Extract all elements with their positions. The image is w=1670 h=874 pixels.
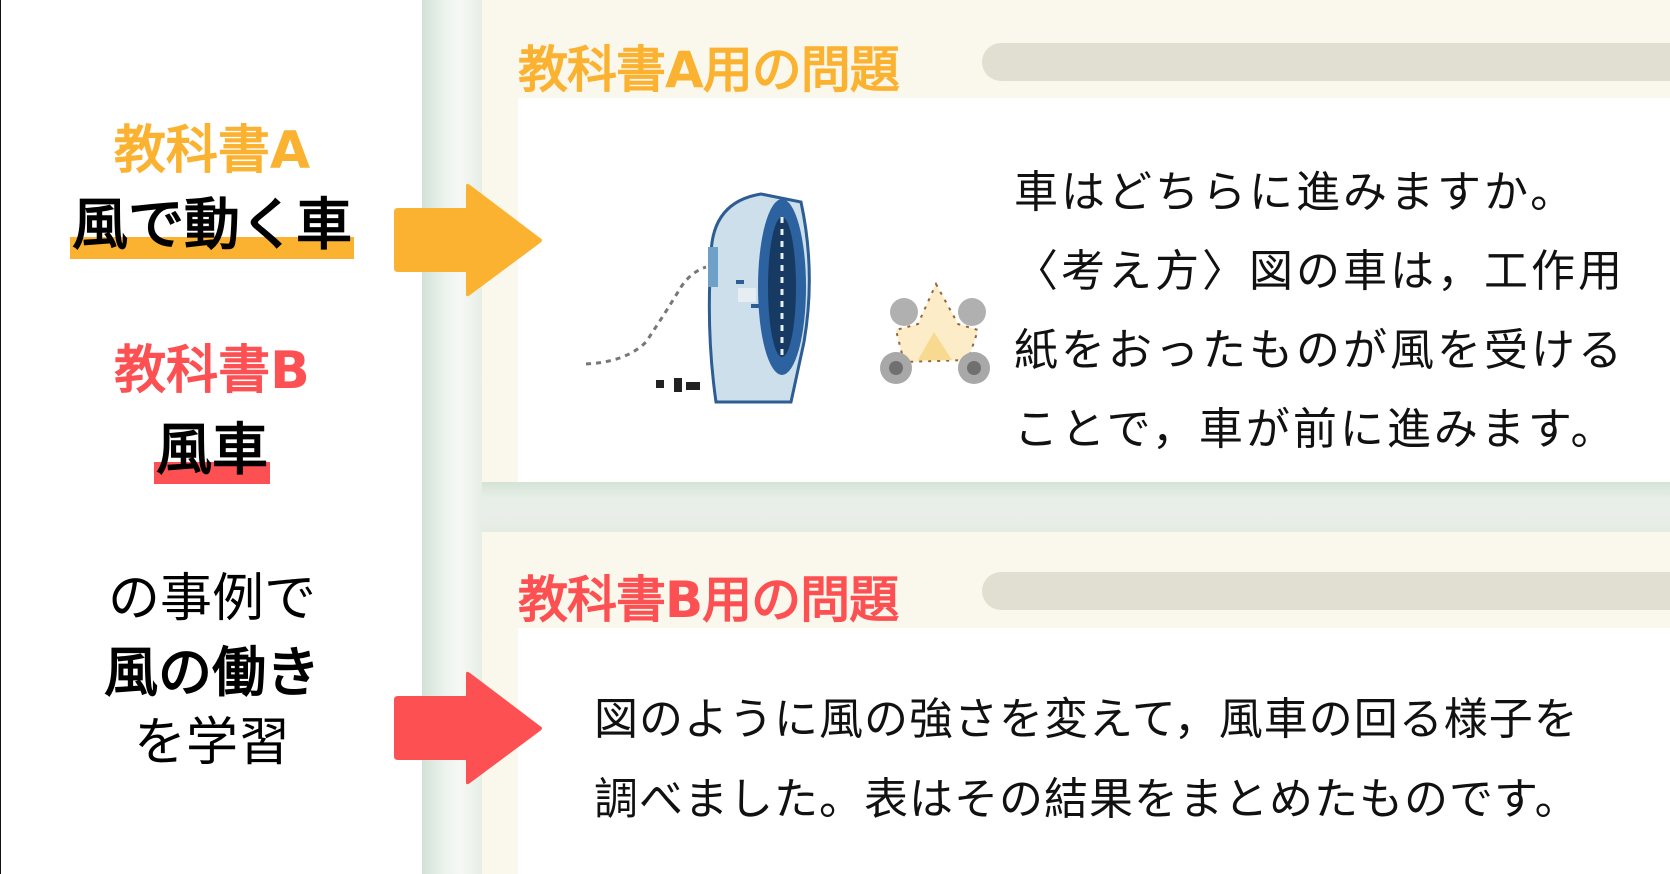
card-b-title-rule: [982, 572, 1670, 610]
question-a-line-3: 紙をおったものが風を受ける: [1014, 325, 1625, 376]
question-a-line-2: 〈考え方〉図の車は，工作用: [1014, 232, 1625, 311]
highlight-bar-a: [70, 237, 354, 259]
textbook-b-label: 教科書B: [114, 341, 310, 401]
card-a-question-text: 車はどちらに進みますか。 〈考え方〉図の車は，工作用 紙をおったものが風を受ける…: [1014, 153, 1625, 469]
card-a-body: 車はどちらに進みますか。 〈考え方〉図の車は，工作用 紙をおったものが風を受ける…: [518, 98, 1670, 482]
card-a-title-rule: [982, 43, 1670, 81]
textbook-a-problem-card: 教科書A用の問題: [482, 0, 1670, 482]
card-a-title: 教科書A用の問題: [518, 41, 900, 99]
paper-car-icon: [880, 282, 990, 384]
keyword-windmill-highlight: 風車: [1218, 680, 1309, 760]
arrow-right-icon: [394, 183, 542, 297]
keyword-car-highlight: 車: [1014, 153, 1061, 232]
horizontal-divider-strip: [482, 482, 1670, 532]
summary-line-2: 風の働き: [104, 641, 320, 704]
textbook-a-label: 教科書A: [113, 121, 311, 181]
keyword-car-highlight: 車: [1343, 232, 1390, 311]
highlight-bar-b: [154, 462, 270, 484]
textbook-b-topic: 風車: [154, 418, 270, 484]
textbook-b-problem-card: 教科書B用の問題 図のように風の強さを変えて，風車の回る様子を 調べました。表は…: [482, 532, 1670, 874]
arrow-right-icon: [394, 671, 542, 785]
left-summary-panel: 教科書A 風で動く車 教科書B 風車 の事例で 風の働き を学習: [0, 0, 422, 874]
question-a-line-1: 車はどちらに進みますか。: [1014, 153, 1625, 232]
question-b-line-1: 図のように風の強さを変えて，風車の回る様子を: [594, 680, 1580, 760]
question-b-line-2: 調べました。表はその結果をまとめたものです。: [594, 774, 1580, 825]
summary-line-1: の事例で: [107, 569, 316, 629]
card-b-question-text: 図のように風の強さを変えて，風車の回る様子を 調べました。表はその結果をまとめた…: [594, 680, 1580, 840]
card-b-title: 教科書B用の問題: [518, 571, 899, 629]
question-a-line-4: ことで，車が前に進みます。: [1014, 404, 1618, 455]
electric-fan-icon: [586, 192, 811, 404]
textbook-a-topic: 風で動く車: [70, 193, 354, 259]
card-b-body: 図のように風の強さを変えて，風車の回る様子を 調べました。表はその結果をまとめた…: [518, 628, 1670, 874]
summary-line-3: を学習: [133, 713, 290, 773]
